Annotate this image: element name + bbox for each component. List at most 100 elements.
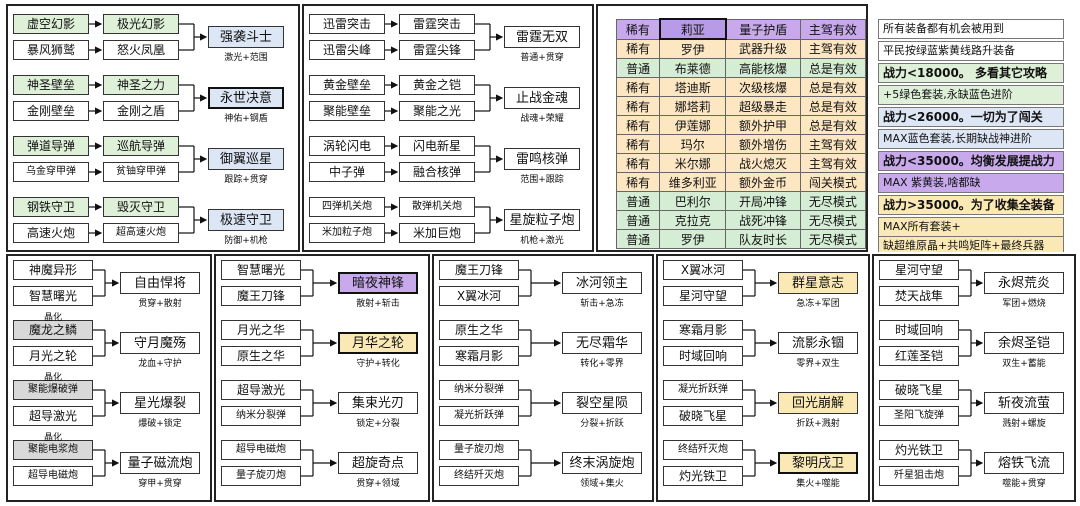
table-cell: 克拉克 — [659, 210, 727, 230]
result-subtitle: 集火+噬能 — [796, 479, 840, 489]
result-box: 守月魔殇 — [120, 332, 200, 354]
table-cell: 米尔娜 — [659, 153, 727, 173]
tip-line: MAX 紫黄装,啥都缺 — [878, 173, 1064, 193]
tip-line: 所有装备都有机会被用到 — [878, 19, 1064, 39]
item-box: 弹道导弹 — [13, 136, 89, 156]
table-cell: 稀有 — [615, 134, 661, 154]
table-row: 稀有罗伊武器升级主驾有效 — [615, 38, 866, 59]
item-box: 米加粒子炮 — [309, 223, 385, 243]
result-box: 强袭斗士 — [208, 26, 284, 48]
table-cell: 无尽模式 — [799, 210, 866, 230]
result-box: 裂空星陨 — [562, 392, 642, 414]
item-box: 高速火炮 — [13, 223, 89, 243]
evolved-item-box: 毁灭守卫 — [103, 197, 179, 217]
table-cell: 罗伊 — [659, 38, 727, 59]
result-box: 暗夜神锋 — [338, 272, 418, 294]
result-subtitle: 急冻+军团 — [796, 299, 840, 309]
table-cell: 稀有 — [615, 153, 661, 173]
item-box: 魔王刀锋 — [221, 286, 301, 306]
item-box: 原生之华 — [221, 346, 301, 366]
item-box: 红莲圣铠 — [879, 346, 959, 366]
table-cell: 开局冲锋 — [725, 191, 801, 211]
tip-line: +5绿色套装,永缺蓝色进阶 — [878, 85, 1064, 105]
item-box: 乌金穿甲弹 — [13, 162, 89, 182]
result-subtitle: 普通+贯穿 — [520, 53, 564, 63]
result-subtitle: 领域+集火 — [580, 479, 624, 489]
result-box: 冰河领主 — [562, 272, 642, 294]
result-box: 极速守卫 — [208, 209, 284, 231]
tip-line: MAX所有套装+ — [878, 217, 1064, 237]
table-cell: 普通 — [615, 58, 661, 78]
table-cell: 战火熄灭 — [725, 153, 801, 173]
item-box: 聚能电浆炮 — [13, 440, 93, 460]
result-box: 熔铁飞流 — [984, 452, 1064, 474]
panel-evolution-2: 迅雷突击迅雷尖峰雷霆突击雷霆尖锋雷霆无双普通+贯穿黄金壁垒聚能壁垒黄金之铠聚能之… — [302, 4, 594, 252]
evolved-item-box: 融合核弹 — [399, 162, 475, 182]
table-row: 稀有伊莲娜额外护甲总是有效 — [615, 115, 866, 135]
evolved-item-box: 雷霆尖锋 — [399, 40, 475, 60]
item-box: 暴风狮鹫 — [13, 40, 89, 60]
crystallize-note: 晶化 — [44, 433, 63, 443]
item-box: 焚天战隼 — [879, 286, 959, 306]
table-row: 稀有玛尔额外增伤主驾有效 — [615, 134, 866, 154]
evolved-item-box: 巡航导弹 — [103, 136, 179, 156]
panel-evolution-1: 虚空幻影暴风狮鹫极光幻影怒火凤凰强袭斗士激光+范围神圣壁垒金刚壁垒神圣之力金刚之… — [6, 4, 300, 252]
item-box: 虚空幻影 — [13, 14, 89, 34]
table-row: 普通克拉克战死冲锋无尽模式 — [615, 210, 866, 230]
result-subtitle: 穿甲+贯穿 — [138, 479, 182, 489]
table-cell: 武器升级 — [725, 38, 801, 59]
result-box: 无尽霜华 — [562, 332, 642, 354]
item-box: 量子旋刃炮 — [221, 466, 301, 486]
result-subtitle: 斩击+急冻 — [580, 299, 624, 309]
item-box: 星河守望 — [663, 286, 743, 306]
table-cell: 总是有效 — [799, 77, 866, 97]
result-box: 止战金魂 — [504, 87, 580, 109]
panel-evolution-8: 星河守望焚天战隼永烬荒炎军团+燃烧时域回响红莲圣铠余烬圣铠双生+蓄能破晓飞星圣阳… — [872, 254, 1076, 502]
result-subtitle: 贯穿+领域 — [356, 479, 400, 489]
pilot-ranking-table: 稀有莉亚量子护盾主驾有效稀有罗伊武器升级主驾有效普通布莱德高能核爆总是有效稀有塔… — [615, 18, 866, 249]
table-cell: 额外金币 — [725, 172, 801, 192]
item-box: 月光之华 — [221, 320, 301, 340]
result-subtitle: 军团+燃烧 — [1002, 299, 1046, 309]
tip-line: 缺超维原晶+共鸣矩阵+最终兵器 — [878, 237, 1064, 252]
result-box: 终末涡旋炮 — [562, 452, 642, 474]
evolved-item-box: 贫铀穿甲弹 — [103, 162, 179, 182]
result-subtitle: 锁定+分裂 — [356, 419, 400, 429]
item-box: 智慧曙光 — [221, 260, 301, 280]
item-box: 超导激光 — [221, 380, 301, 400]
table-row: 稀有塔迪斯次级核爆总是有效 — [615, 77, 866, 97]
table-cell: 罗伊 — [659, 229, 727, 249]
result-box: 斩夜流萤 — [984, 392, 1064, 414]
result-subtitle: 战魂+荣耀 — [520, 114, 564, 124]
item-box: 凝光折跃弹 — [439, 406, 519, 426]
item-box: 黄金壁垒 — [309, 75, 385, 95]
table-row: 普通巴利尔开局冲锋无尽模式 — [615, 191, 866, 211]
panel-evolution-7: X翼冰河星河守望群星意志急冻+军团寒霜月影时域回响流影永锢零界+双生凝光折跃弹破… — [656, 254, 870, 502]
table-cell: 总是有效 — [799, 115, 866, 135]
evolved-item-box: 雷霆突击 — [399, 14, 475, 34]
result-subtitle: 跟踪+贯穿 — [224, 175, 268, 185]
table-cell: 布莱德 — [659, 58, 727, 78]
panel-tips: 所有装备都有机会被用到平民按绿蓝紫黄线路升装备战力<18000。 多看其它攻略+… — [870, 4, 1076, 252]
table-cell: 玛尔 — [659, 134, 727, 154]
result-box: 流影永锢 — [778, 332, 858, 354]
item-box: 寒霜月影 — [663, 320, 743, 340]
table-cell: 主驾有效 — [799, 38, 866, 59]
item-box: 星河守望 — [879, 260, 959, 280]
evolved-item-box: 金刚之盾 — [103, 101, 179, 121]
table-cell: 稀有 — [615, 38, 661, 59]
table-cell: 主驾有效 — [799, 134, 866, 154]
item-box: 涡轮闪电 — [309, 136, 385, 156]
tip-line: 战力<26000。一切为了闯关 — [878, 107, 1064, 127]
item-box: 纳米分裂弹 — [439, 380, 519, 400]
item-box: 歼星狙击炮 — [879, 466, 959, 486]
table-cell: 巴利尔 — [659, 191, 727, 211]
result-subtitle: 转化+零界 — [580, 359, 624, 369]
table-cell: 塔迪斯 — [659, 77, 727, 97]
item-box: 中子弹 — [309, 162, 385, 182]
result-box: 月华之轮 — [338, 332, 418, 354]
table-row: 普通布莱德高能核爆总是有效 — [615, 58, 866, 78]
tip-line: 平民按绿蓝紫黄线路升装备 — [878, 41, 1064, 61]
item-box: 超导电磁炮 — [13, 466, 93, 486]
tips-list: 所有装备都有机会被用到平民按绿蓝紫黄线路升装备战力<18000。 多看其它攻略+… — [878, 19, 1064, 252]
